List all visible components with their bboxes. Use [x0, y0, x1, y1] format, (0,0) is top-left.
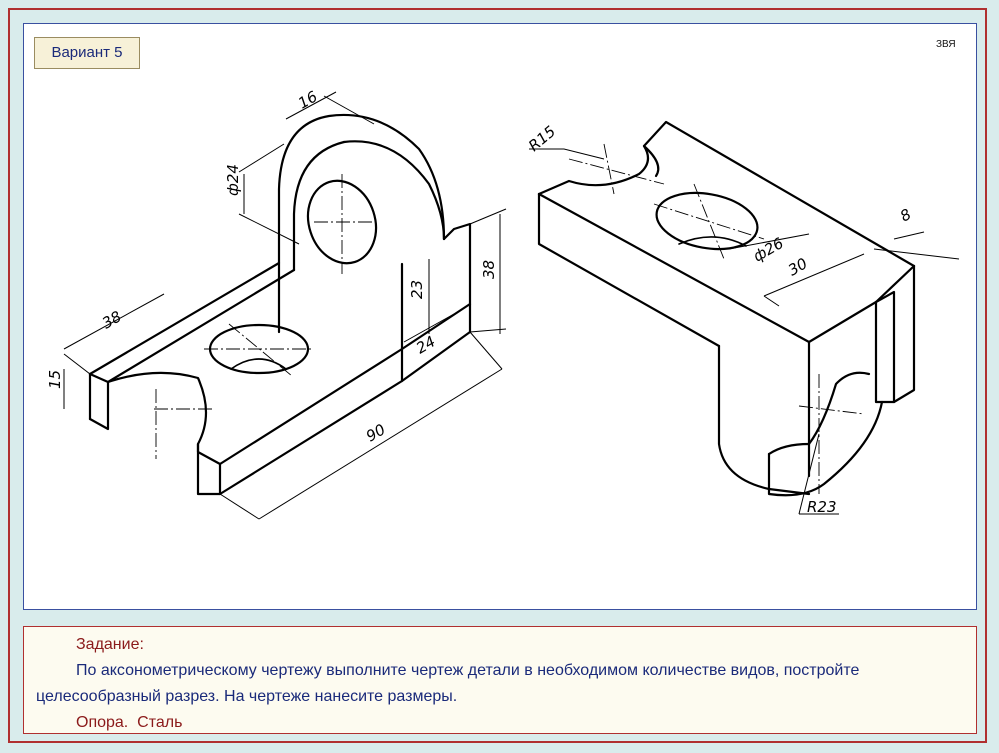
task-text: По аксонометрическому чертежу выполните … [36, 658, 960, 710]
dim-38-length: 38 [99, 307, 125, 332]
right-part-dimension-lines [529, 148, 960, 515]
right-part-centerlines [568, 143, 865, 494]
dim-30: 30 [785, 254, 811, 279]
part-name: Опора. [76, 714, 129, 731]
isometric-drawings: 16 ф24 38 23 38 24 15 90 R15 ф26 30 8 R2… [46, 87, 960, 520]
task-part-line: Опора. Сталь [36, 710, 960, 736]
variant-badge: Вариант 5 [34, 37, 140, 69]
dim-f24: ф24 [224, 164, 242, 196]
task-heading: Задание: [76, 636, 144, 653]
dim-16: 16 [295, 87, 321, 112]
author-mark: ЗВЯ [936, 39, 956, 50]
dim-15: 15 [46, 370, 64, 389]
task-text-body: По аксонометрическому чертежу выполните … [36, 662, 860, 705]
dim-r23: R23 [807, 498, 837, 516]
task-box: Задание: По аксонометрическому чертежу в… [23, 626, 977, 734]
left-part-dimension-lines [63, 91, 507, 520]
material: Сталь [137, 714, 183, 731]
left-part-drawing [88, 113, 472, 496]
dim-24: 24 [413, 332, 439, 357]
right-part-drawing [537, 120, 916, 497]
dim-r15: R15 [525, 122, 559, 155]
dim-38-vertical: 38 [480, 260, 498, 279]
dim-23: 23 [408, 280, 426, 299]
dimension-texts: 16 ф24 38 23 38 24 15 90 R15 ф26 30 8 R2… [46, 87, 914, 516]
left-part-centerlines [154, 174, 374, 459]
dim-f26: ф26 [750, 234, 787, 266]
outer-frame [8, 8, 987, 743]
drawing-area: 16 ф24 38 23 38 24 15 90 R15 ф26 30 8 R2… [23, 23, 977, 610]
dim-8: 8 [897, 205, 914, 225]
